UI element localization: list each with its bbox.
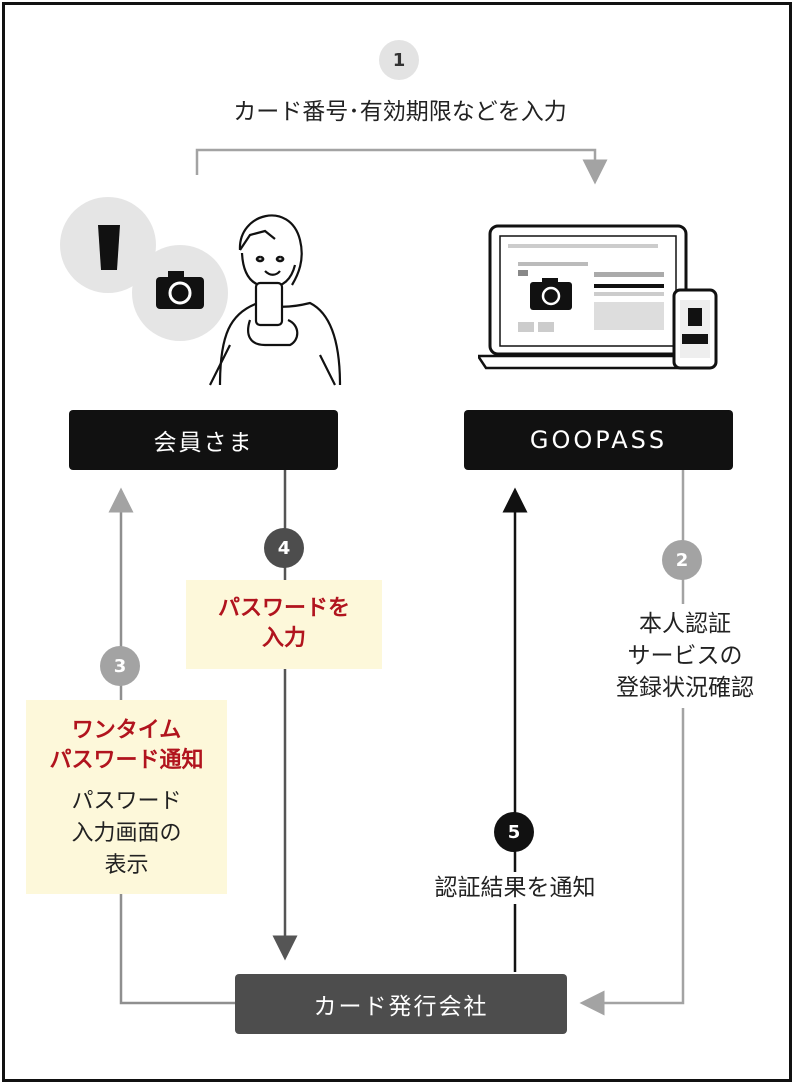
step2-line-2: サービスの	[627, 643, 743, 669]
step2-number-badge: 2	[662, 540, 702, 580]
arrow-step1	[195, 148, 608, 185]
person-with-phone-illustration	[209, 214, 342, 386]
step4-highlight-line-1: パスワードを	[217, 596, 350, 621]
step3-line-2: 入力画面の	[71, 821, 182, 846]
step3-line-3: 表示	[104, 853, 149, 878]
step3-number-badge: 3	[100, 646, 140, 686]
step2-label: 本人認証 サービスの 登録状況確認	[590, 604, 780, 708]
member-node: 会員さま	[69, 410, 338, 470]
member-illustration	[60, 197, 342, 386]
diagram-frame	[2, 2, 792, 1082]
step2-line-3: 登録状況確認	[616, 675, 754, 701]
step5-number-badge: 5	[494, 812, 534, 852]
card-issuer-node: カード発行会社	[235, 974, 567, 1034]
step4-highlight-note: パスワードを 入力	[186, 580, 382, 669]
step3-highlight-line-2: パスワード通知	[49, 748, 204, 773]
step1-label: カード番号･有効期限などを入力	[233, 99, 567, 125]
goopass-illustration	[478, 224, 718, 370]
step4-number-badge: 4	[264, 528, 304, 568]
step4-highlight-line-2: 入力	[261, 626, 306, 651]
step3-highlight-line-1: ワンタイム	[71, 718, 182, 743]
step1-number-badge: 1	[379, 40, 419, 80]
goopass-node: GOOPASS	[464, 410, 733, 470]
step5-label: 認証結果を通知	[405, 872, 625, 904]
camera-icon	[156, 271, 204, 309]
step3-line-1: パスワード	[71, 789, 182, 814]
step2-line-1: 本人認証	[639, 611, 731, 637]
laptop-icon	[478, 224, 691, 370]
smartphone-icon	[672, 288, 718, 370]
tumbler-icon	[98, 225, 120, 270]
step3-note: ワンタイム パスワード通知 パスワード 入力画面の 表示	[26, 700, 227, 894]
